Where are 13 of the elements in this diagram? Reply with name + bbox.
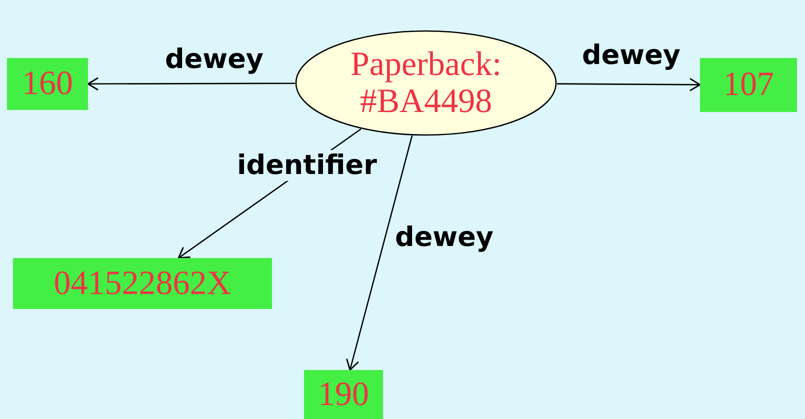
value-box <box>13 258 272 309</box>
arrow <box>346 136 413 371</box>
arrow <box>556 78 701 92</box>
value-box <box>304 370 383 419</box>
value-box <box>7 58 88 110</box>
node-text: Paperback: #BA4498 <box>349 46 503 120</box>
node-text: 041522862X <box>54 264 232 302</box>
node-text: 107 <box>723 66 774 104</box>
node-text: 160 <box>22 65 73 103</box>
ellipse-node <box>295 30 557 136</box>
node-text: 190 <box>318 376 369 414</box>
value-box <box>700 58 797 112</box>
arrow <box>87 77 295 91</box>
